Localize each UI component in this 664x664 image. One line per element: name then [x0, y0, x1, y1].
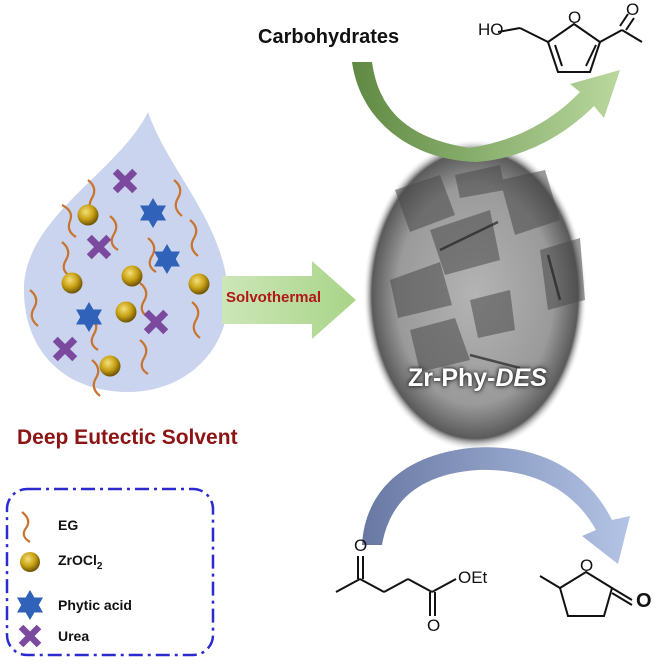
legend-urea-label: Urea — [58, 628, 90, 644]
legend-eg-label: EG — [58, 517, 79, 533]
levulinate-ketone-o-label: O — [354, 536, 368, 555]
hmf-ho-label: HO — [478, 20, 504, 39]
gvl-carbonyl-o-label: O — [636, 590, 652, 612]
levulinate-structure — [335, 556, 457, 616]
hmf-ring-o-label: O — [568, 8, 582, 27]
solvent-droplet — [23, 112, 229, 392]
zr-spheres — [61, 204, 210, 377]
hmf-structure — [497, 13, 643, 73]
gvl-ring-o-label: O — [580, 556, 594, 575]
legend-zr-label: ZrOCl2 — [58, 552, 103, 572]
legend-phytic-label: Phytic acid — [58, 597, 132, 613]
levulinate-oet-label: OEt — [458, 568, 488, 587]
solvothermal-arrow — [222, 261, 356, 339]
carbohydrates-label: Carbohydrates — [258, 26, 400, 48]
levulinate-ester-o-label: O — [427, 616, 441, 635]
carbohydrates-arrow — [352, 62, 620, 162]
hydrogenation-arrow — [362, 447, 630, 564]
solvothermal-label: Solvothermal — [226, 289, 322, 306]
deep-eutectic-solvent-label: Deep Eutectic Solvent — [17, 426, 238, 449]
hmf-aldehyde-o-label: O — [626, 0, 640, 19]
gvl-structure — [539, 570, 633, 617]
catalyst-label: Zr-Phy-DES — [408, 364, 547, 392]
legend-box — [5, 487, 215, 657]
tem-flakes — [390, 165, 585, 372]
eg-molecules — [29, 179, 201, 397]
